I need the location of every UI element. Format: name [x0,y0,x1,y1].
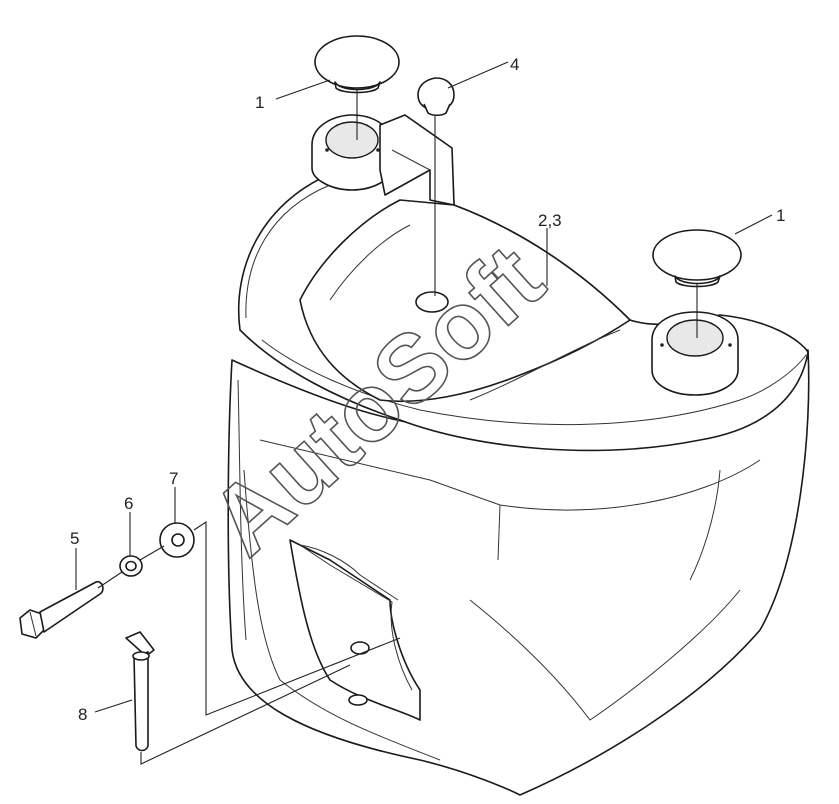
bolt [19,580,104,639]
callout-washer: 7 [169,469,178,488]
callout-cap-left: 1 [255,93,264,112]
cap-left [314,35,400,140]
callout-cap-right: 1 [776,206,785,225]
plug-small [417,77,455,296]
callout-lock-washer: 6 [124,494,133,513]
callout-cover-body: 2,3 [538,211,562,230]
callout-pin: 8 [78,705,87,724]
callout-bolt: 5 [70,529,79,548]
washer [159,522,195,558]
cover-body [227,114,810,796]
pin [125,631,155,752]
assembly-lines [97,520,401,765]
callout-plug-small: 4 [510,55,519,74]
leader-lines [75,61,773,713]
lock-washer [119,555,143,577]
cap-right [652,229,742,338]
